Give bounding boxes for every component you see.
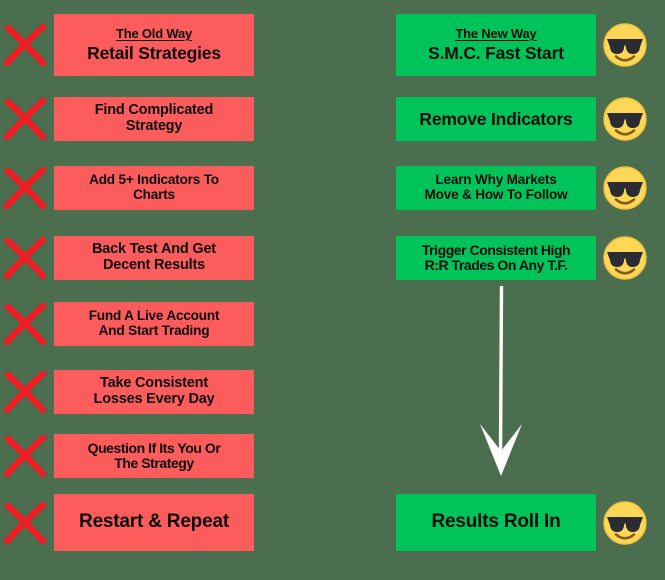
x-mark-icon	[3, 236, 47, 280]
x-mark-icon	[3, 302, 47, 346]
x-mark-icon	[3, 434, 47, 478]
right-step-line: Move & How To Follow	[424, 187, 568, 202]
right-row-heading: The New Way S.M.C. Fast Start	[396, 14, 665, 76]
right-step-box: Trigger Consistent High R:R Trades On An…	[396, 236, 596, 280]
left-step-box: Question If Its You Or The Strategy	[54, 434, 254, 478]
left-row-final: Restart & Repeat	[0, 494, 290, 551]
left-step-line: And Start Trading	[98, 323, 210, 338]
right-row-1: Remove Indicators	[396, 97, 665, 141]
left-step-line: Question If Its You Or	[87, 439, 221, 456]
right-heading-subtitle: S.M.C. Fast Start	[428, 43, 564, 64]
left-step-box: Back Test And Get Decent Results	[54, 236, 254, 280]
x-mark-icon	[3, 97, 47, 141]
left-step-line: The Strategy	[114, 455, 194, 471]
right-final-box: Results Roll In	[396, 494, 596, 551]
right-step-line: Trigger Consistent High	[421, 241, 571, 258]
left-step-line: Add 5+ Indicators To	[89, 172, 219, 188]
left-final-box: Restart & Repeat	[54, 494, 254, 551]
sunglasses-smiley-emoji	[603, 97, 647, 141]
left-step-line: Find Complicated	[94, 102, 214, 119]
right-step-line: Learn Why Markets	[435, 172, 557, 188]
left-row-4: Fund A Live Account And Start Trading	[0, 302, 290, 346]
left-step-box: Add 5+ Indicators To Charts	[54, 166, 254, 210]
left-row-1: Find Complicated Strategy	[0, 97, 290, 141]
x-mark-icon	[3, 166, 47, 210]
left-heading-title: The Old Way	[115, 26, 193, 42]
sunglasses-smiley-emoji	[603, 166, 647, 210]
left-row-6: Question If Its You Or The Strategy	[0, 434, 290, 478]
left-final-label: Restart & Repeat	[79, 511, 229, 533]
left-heading-subtitle: Retail Strategies	[87, 43, 221, 64]
right-final-label: Results Roll In	[431, 511, 561, 533]
sunglasses-smiley-emoji	[603, 23, 647, 67]
right-step-box: Learn Why Markets Move & How To Follow	[396, 166, 596, 210]
left-row-2: Add 5+ Indicators To Charts	[0, 166, 290, 210]
sunglasses-smiley-emoji	[603, 500, 647, 545]
right-heading-box: The New Way S.M.C. Fast Start	[396, 14, 596, 76]
left-step-line: Back Test And Get	[92, 241, 216, 258]
left-step-line: Take Consistent	[100, 375, 208, 392]
right-step-line: R:R Trades On Any T.F.	[424, 257, 568, 273]
left-step-box: Fund A Live Account And Start Trading	[54, 302, 254, 346]
left-step-box: Take Consistent Losses Every Day	[54, 370, 254, 414]
left-step-line: Charts	[133, 187, 175, 202]
left-row-3: Back Test And Get Decent Results	[0, 236, 290, 280]
down-arrow-icon	[480, 286, 522, 476]
left-step-line: Losses Every Day	[93, 391, 215, 407]
x-mark-icon	[3, 370, 47, 414]
x-mark-icon	[3, 23, 47, 67]
left-step-line: Fund A Live Account	[88, 308, 220, 324]
x-mark-icon	[3, 501, 47, 544]
left-step-line: Decent Results	[103, 257, 205, 273]
right-heading-title: The New Way	[455, 26, 537, 42]
left-row-5: Take Consistent Losses Every Day	[0, 370, 290, 414]
right-row-2: Learn Why Markets Move & How To Follow	[396, 166, 665, 210]
right-row-final: Results Roll In	[396, 494, 665, 551]
sunglasses-smiley-emoji	[603, 236, 647, 280]
right-row-3: Trigger Consistent High R:R Trades On An…	[396, 236, 665, 280]
right-step-box: Remove Indicators	[396, 97, 596, 141]
left-row-heading: The Old Way Retail Strategies	[0, 14, 290, 76]
left-step-line: Strategy	[125, 118, 183, 134]
left-step-box: Find Complicated Strategy	[54, 97, 254, 141]
right-step-line: Remove Indicators	[419, 108, 573, 129]
left-heading-box: The Old Way Retail Strategies	[54, 14, 254, 76]
